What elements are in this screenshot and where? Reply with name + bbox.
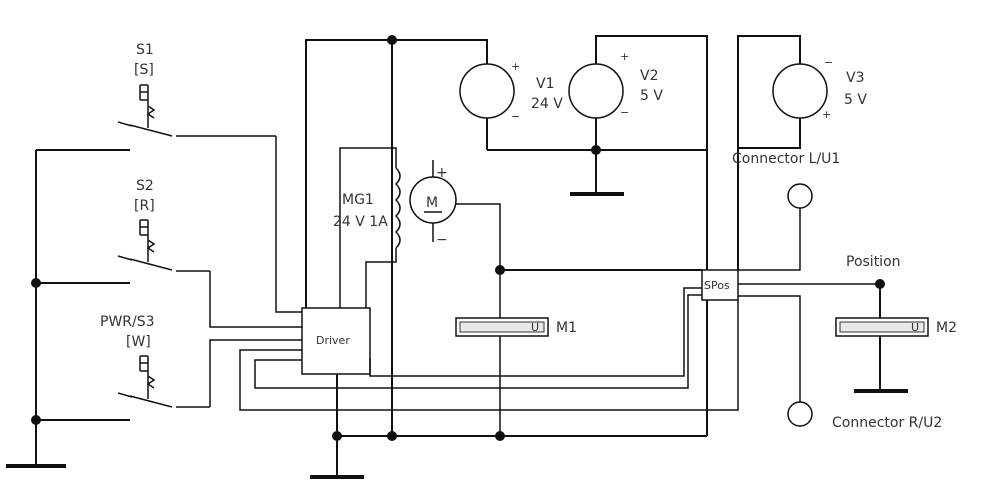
- motor-rating: 24 V 1A: [333, 214, 388, 230]
- switch-s2-label: S2: [136, 178, 154, 194]
- connector-r-label: Connector R/U2: [832, 415, 942, 431]
- voltage-source-v3: [772, 63, 828, 119]
- v2-plus: +: [620, 50, 629, 63]
- spos-label: SPos: [704, 279, 730, 292]
- motor-mg1: [339, 147, 501, 436]
- voltage-source-v1: [459, 63, 515, 119]
- position-label: Position: [846, 254, 901, 270]
- voltage-source-v2: [568, 63, 624, 119]
- switch-s3: [117, 355, 210, 408]
- driver-label: Driver: [316, 334, 350, 347]
- v1-minus: −: [511, 110, 520, 123]
- switch-s1: [117, 84, 276, 137]
- meter-m1-name: M1: [556, 320, 577, 336]
- switch-s3-label: PWR/S3: [100, 314, 155, 330]
- meter-m2: [835, 317, 929, 337]
- v1-plus: +: [511, 60, 520, 73]
- meter-m2-glyph: U: [911, 321, 919, 334]
- v3-value: 5 V: [844, 92, 867, 108]
- left-bus: [31, 149, 130, 465]
- v3-name: V3: [846, 70, 864, 86]
- driver-spos-wires: [239, 265, 739, 476]
- power-wiring: [305, 35, 801, 436]
- v1-name: V1: [536, 76, 554, 92]
- connector-l-label: Connector L/U1: [732, 151, 840, 167]
- switch-s3-key: [W]: [126, 334, 151, 350]
- driver-block: [301, 307, 371, 375]
- switch-s1-key: [S]: [134, 62, 154, 78]
- motor-minus: −: [436, 232, 448, 248]
- position-line: [738, 279, 885, 390]
- meter-m1: [455, 317, 549, 337]
- switch-s2: [117, 219, 210, 272]
- connector-l-u1: [738, 183, 813, 271]
- meter-m2-name: M2: [936, 320, 957, 336]
- meter-m1-glyph: U: [531, 321, 539, 334]
- v1-value: 24 V: [531, 96, 563, 112]
- motor-symbol: M: [426, 195, 438, 211]
- switch-driver-wires: [209, 136, 302, 407]
- switch-s2-key: [R]: [134, 198, 155, 214]
- switch-s1-label: S1: [136, 42, 154, 58]
- motor-plus: +: [436, 165, 448, 181]
- v2-minus: −: [620, 106, 629, 119]
- connector-r-u2: [738, 295, 813, 427]
- v3-plus: +: [822, 108, 831, 121]
- v2-name: V2: [640, 68, 658, 84]
- motor-name: MG1: [342, 192, 374, 208]
- spos-block: [701, 269, 739, 301]
- v2-value: 5 V: [640, 88, 663, 104]
- v3-minus: −: [824, 56, 833, 69]
